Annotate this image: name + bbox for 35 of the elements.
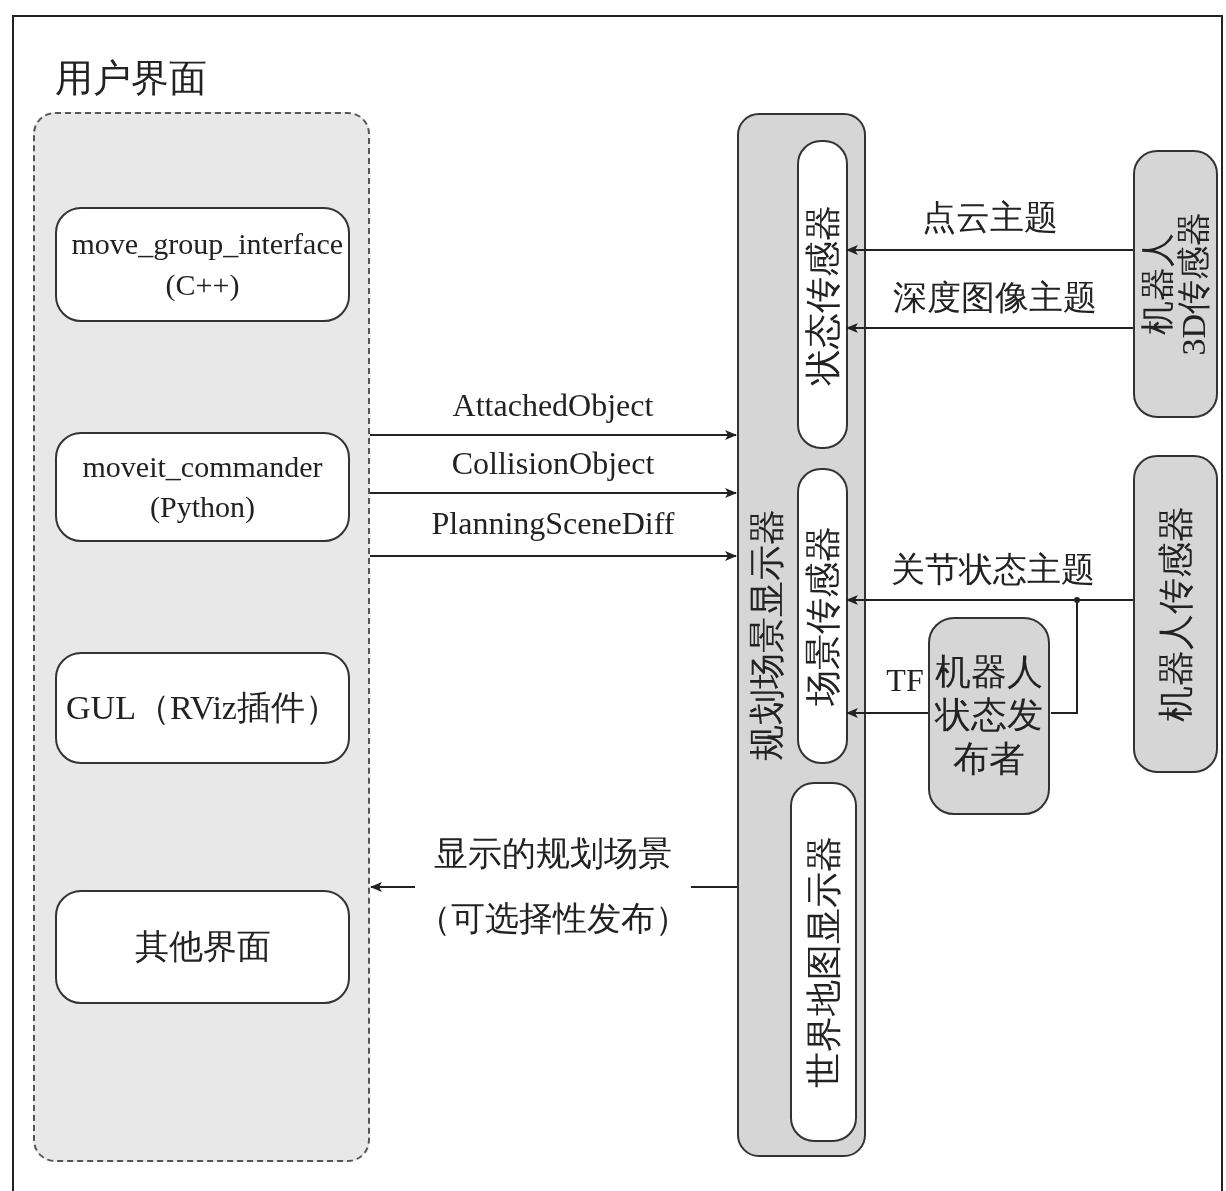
edge-label: AttachedObject: [452, 389, 654, 421]
monitor-panel: [737, 113, 866, 1157]
arrow: [369, 488, 737, 498]
edge-label: CollisionObject: [451, 447, 655, 479]
node-label: 机器人传感器: [1157, 506, 1194, 722]
node-label: GUL（RViz插件）: [65, 688, 340, 729]
arrow: [846, 245, 1134, 255]
module-box: [790, 782, 857, 1142]
edge-label: 关节状态主题: [891, 553, 1095, 587]
interface-box: [55, 432, 350, 542]
edge-label: 深度图像主题: [893, 281, 1097, 315]
edge-label: TF: [886, 664, 924, 696]
publisher-box: [928, 617, 1050, 815]
arrow: [846, 323, 1134, 333]
group-heading: 用户界面: [55, 56, 207, 101]
node-label: 场景传感器: [804, 526, 841, 706]
module-box: [797, 140, 848, 449]
node-label: 其他界面: [133, 927, 272, 968]
edge-label: 点云主题: [922, 201, 1058, 235]
arrow: [369, 551, 737, 561]
interface-box: [55, 890, 350, 1004]
sensor-box: [1133, 455, 1218, 773]
node-label: 状态传感器: [804, 204, 841, 385]
interface-box: [55, 207, 350, 322]
node-label: 世界地图显示器: [805, 836, 842, 1088]
node-label: 机器人 3D传感器: [1139, 211, 1212, 358]
node-label: moveit_commander (Python): [81, 448, 324, 525]
panel-title: 规划场景显示器: [749, 509, 785, 761]
module-box: [797, 468, 848, 764]
sensor-box: [1133, 150, 1218, 418]
interface-box: [55, 652, 350, 764]
node-label: 机器人状态发布者: [934, 651, 1044, 781]
arrow: [369, 430, 737, 440]
arrow: [846, 708, 929, 718]
edge-label: PlanningSceneDiff: [431, 507, 675, 539]
